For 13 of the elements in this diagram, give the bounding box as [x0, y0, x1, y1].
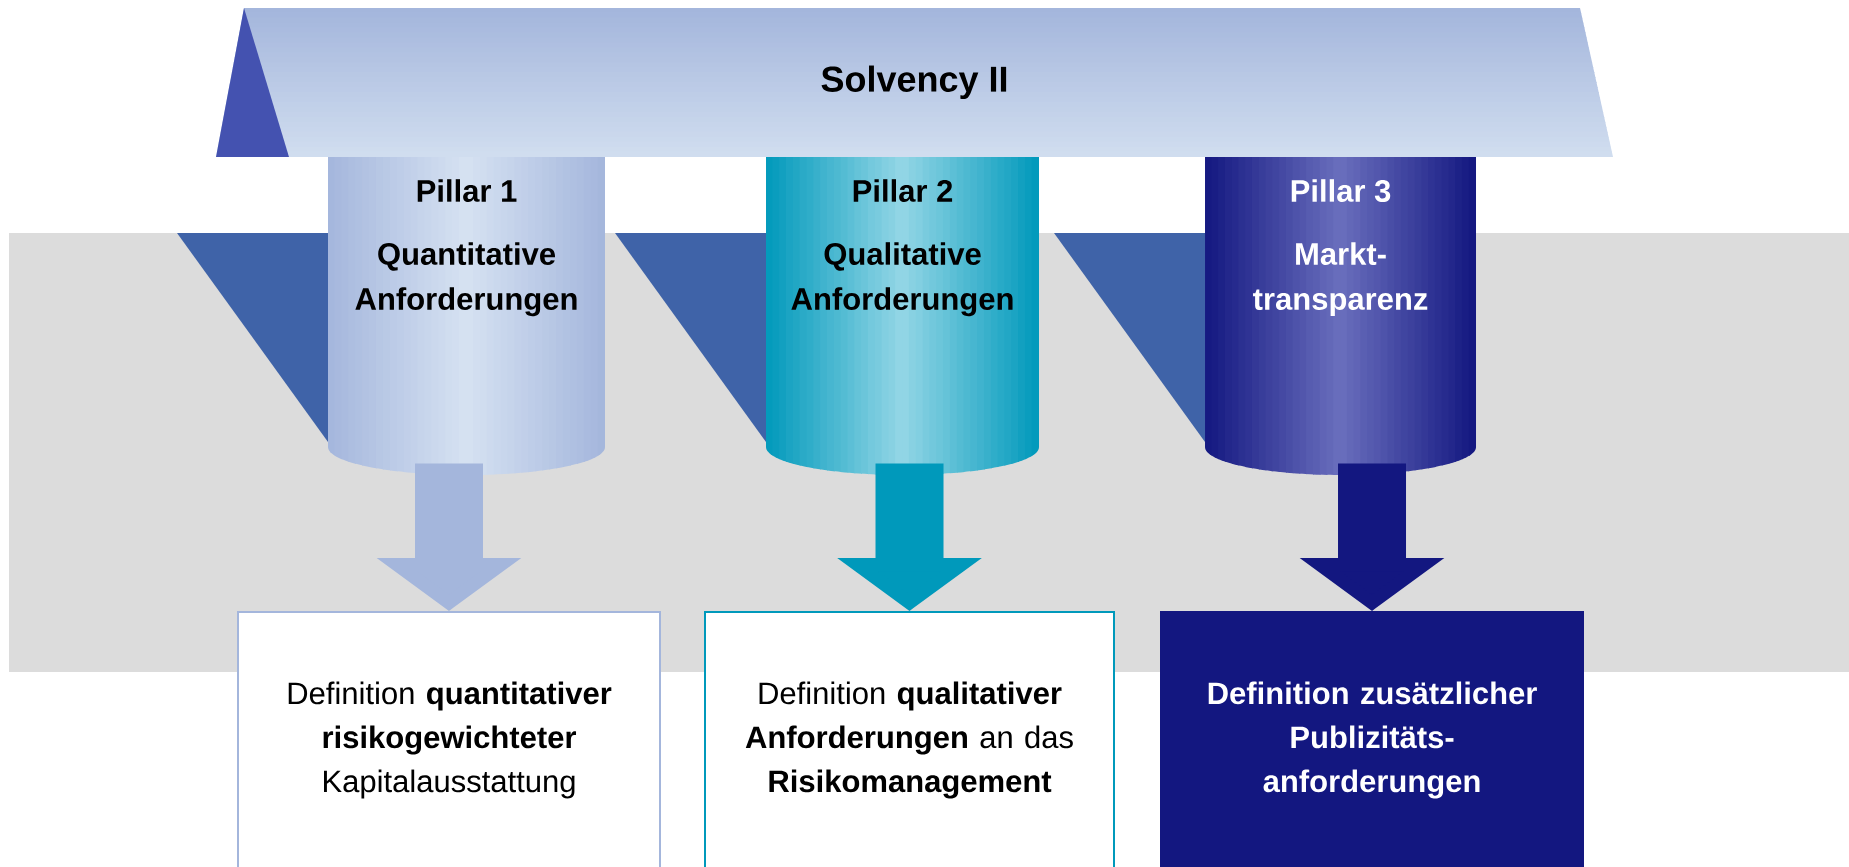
- node-label: Qualitative Anforderungen: [791, 242, 1013, 317]
- node-label: Pillar 2: [853, 179, 953, 202]
- pillar-cylinder: Pillar 3 Markt-transparenz: [1205, 157, 1476, 475]
- node-label: Quantitative Anforderungen: [355, 242, 577, 317]
- text-box: Definition quantitativer risikogewichteter Kapitalausstattung: [237, 611, 661, 867]
- node-label: Solvency II: [821, 65, 1007, 100]
- node-label: Pillar 1: [417, 179, 517, 202]
- pillar-cylinder: Pillar 2 Qualitative Anforderungen: [766, 157, 1039, 475]
- node-label: Pillar 3: [1291, 179, 1391, 203]
- text-box: Definition qualitativer Anforderungen an das Risikomanagement: [704, 611, 1115, 867]
- roof-trapezoid: Solvency II: [216, 8, 1613, 157]
- node-label: Markt-transparenz: [1253, 242, 1428, 317]
- pillar-cylinder: Pillar 1 Quantitative Anforderungen: [328, 157, 605, 475]
